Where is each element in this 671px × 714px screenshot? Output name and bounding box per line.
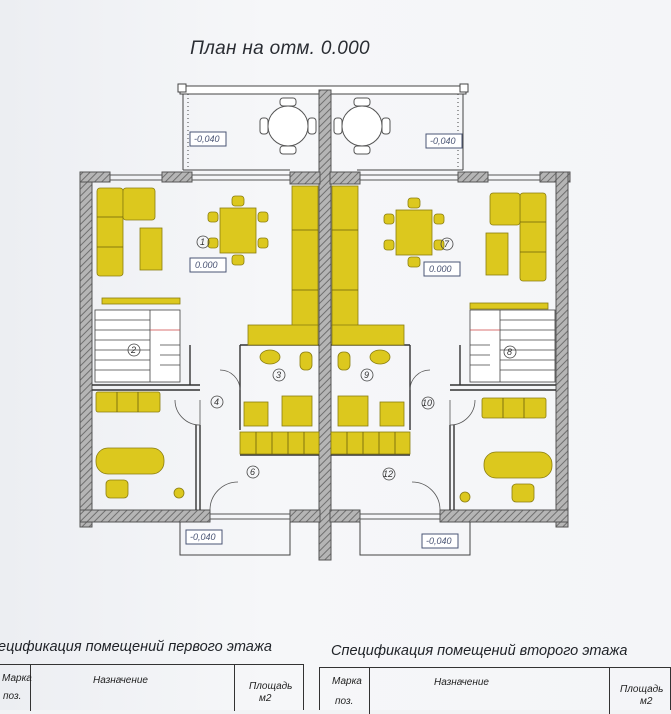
room-number: 7 bbox=[444, 239, 450, 249]
level-entry-left: -0,040 bbox=[190, 532, 216, 542]
room-number: 6 bbox=[250, 467, 255, 477]
spec-second-area-l1: Площадь bbox=[620, 684, 664, 695]
spec-second-purpose: Назначение bbox=[434, 677, 489, 688]
level-living-right: 0.000 bbox=[429, 264, 452, 274]
room-number: 9 bbox=[364, 370, 369, 380]
room-number: 3 bbox=[276, 370, 281, 380]
spec-first-col-purpose: Назначение bbox=[31, 665, 235, 711]
spec-second-col-mark: Марка поз. bbox=[320, 668, 370, 714]
terrace-table-left bbox=[259, 97, 317, 155]
terrace-table-right bbox=[333, 97, 391, 155]
floor-plan: -0,040 -0,040 0.000 0.000 -0,040 -0,040 … bbox=[79, 83, 571, 561]
entrance-steps bbox=[179, 522, 471, 556]
stairs-right bbox=[469, 309, 556, 383]
level-terrace-right: -0,040 bbox=[430, 136, 456, 146]
spec-first-col-area: Площадь м2 bbox=[235, 665, 305, 711]
spec-first-title: ецификация помещений первого этажа bbox=[0, 639, 272, 655]
spec-first-mark-l1: Марка bbox=[2, 673, 32, 684]
spec-first-table: Марка поз. Назначение Площадь м2 bbox=[0, 664, 305, 711]
spec-second-col-area: Площадь м2 bbox=[610, 668, 671, 714]
spec-first-mark-l2: поз. bbox=[3, 691, 22, 702]
spec-second-title: Спецификация помещений второго этажа bbox=[331, 643, 628, 659]
spec-first-area-l2: м2 bbox=[259, 693, 272, 704]
room-number-circles bbox=[127, 235, 517, 481]
spec-first-area-l1: Площадь bbox=[249, 681, 293, 692]
level-living-left: 0.000 bbox=[195, 260, 218, 270]
level-markers bbox=[185, 131, 463, 549]
room-number: 1 bbox=[200, 237, 205, 247]
door-swings bbox=[174, 369, 476, 511]
level-terrace-left: -0,040 bbox=[194, 134, 220, 144]
room-number: 12 bbox=[383, 469, 393, 479]
spec-second-mark-l1: Марка bbox=[332, 676, 362, 687]
spec-second-table: Марка поз. Назначение Площадь м2 bbox=[319, 667, 671, 714]
room-number: 10 bbox=[422, 398, 432, 408]
stairs-left bbox=[94, 309, 181, 383]
spec-first-purpose: Назначение bbox=[93, 675, 148, 686]
room-number: 4 bbox=[214, 397, 219, 407]
party-wall bbox=[318, 89, 332, 561]
outer-walls bbox=[79, 171, 571, 528]
furniture-details bbox=[97, 216, 546, 454]
room-number: 8 bbox=[507, 347, 512, 357]
spec-second-area-l2: м2 bbox=[640, 696, 653, 707]
windows bbox=[110, 174, 540, 520]
plan-title: План на отм. 0.000 bbox=[190, 38, 370, 59]
spec-second-mark-l2: поз. bbox=[335, 696, 354, 707]
room-number: 2 bbox=[130, 345, 136, 355]
spec-second-col-purpose: Назначение bbox=[370, 668, 610, 714]
furniture-yellow bbox=[95, 185, 553, 503]
spec-first-col-mark: Марка поз. bbox=[0, 665, 32, 711]
level-entry-right: -0,040 bbox=[426, 536, 452, 546]
